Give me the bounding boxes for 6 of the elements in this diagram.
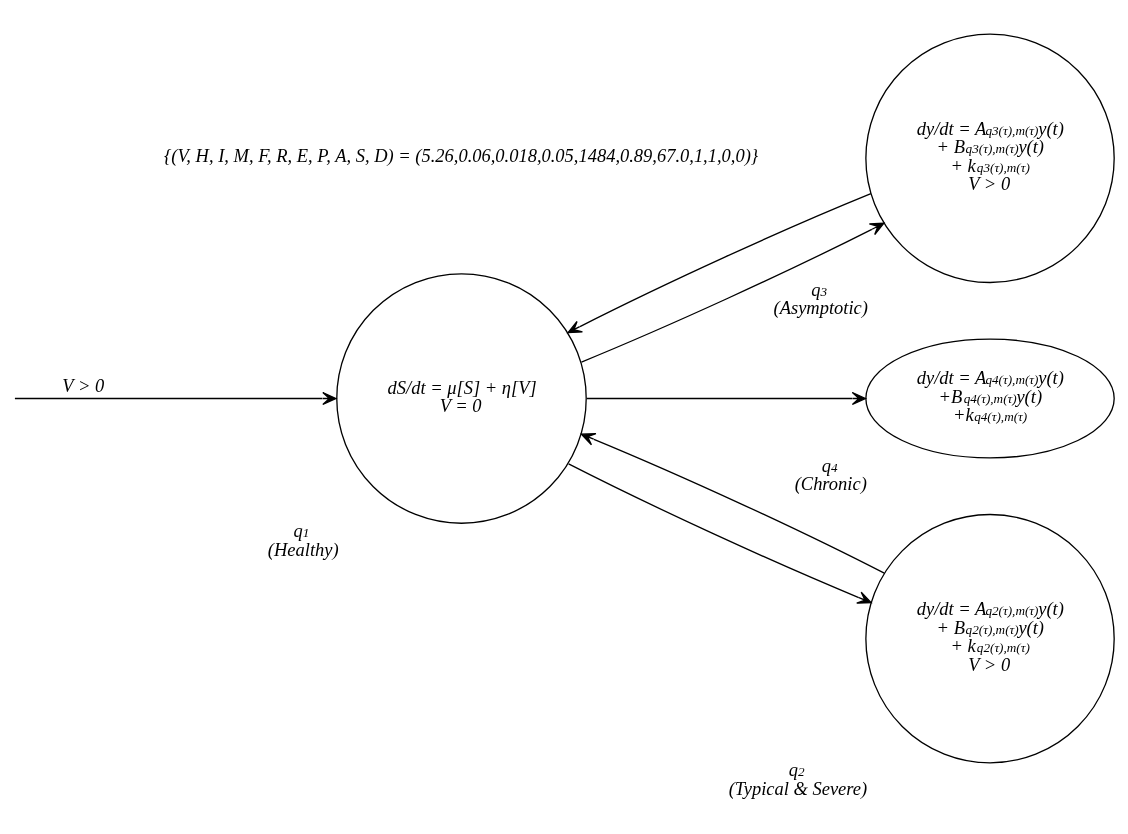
node-label: q1 bbox=[293, 521, 310, 542]
label: {(V, H, I, M, F, R, E, P, A, S, D) = (5.26,0.06,0.018,0.05,1484,0.89,67.0,1,1,0,0)} bbox=[163, 145, 759, 166]
node-label: q2 bbox=[788, 760, 805, 781]
node-label: q3 bbox=[811, 279, 827, 300]
edge-label: V > 0 bbox=[62, 376, 105, 397]
node-label: q4 bbox=[821, 455, 838, 476]
